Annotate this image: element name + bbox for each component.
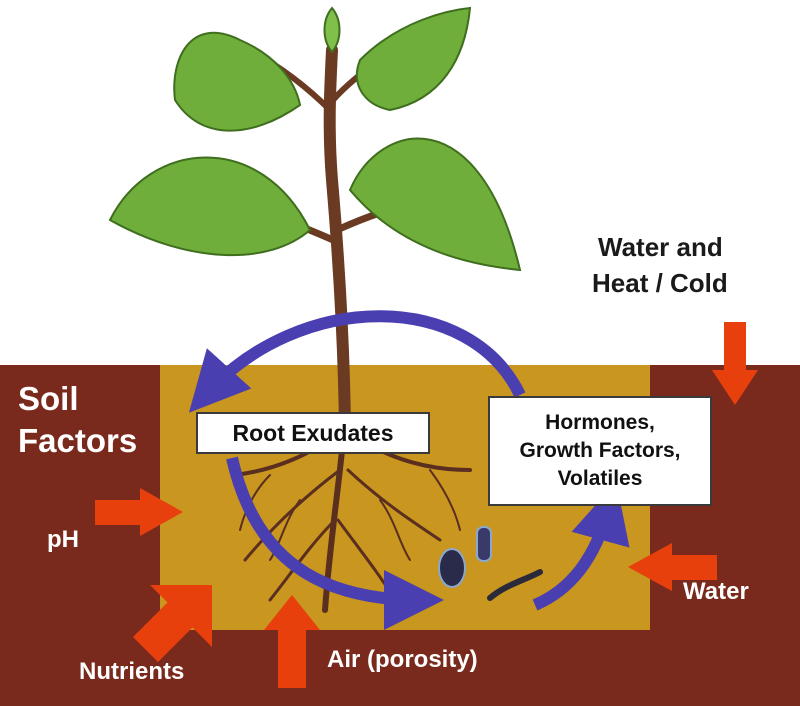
nutrients-arrow xyxy=(133,585,212,662)
hormones-box: Hormones, Growth Factors, Volatiles xyxy=(488,396,712,506)
microbe-rod xyxy=(476,526,492,562)
nutrients-label: Nutrients xyxy=(79,658,185,685)
leaf-bottom-right xyxy=(348,137,522,272)
air-arrow xyxy=(264,595,320,688)
leaf-top-left xyxy=(173,31,302,132)
signal-arrow-up xyxy=(532,481,630,611)
exudate-arrow-top xyxy=(188,310,526,413)
root-exudates-text: Root Exudates xyxy=(232,419,394,446)
root-exudates-box: Root Exudates xyxy=(196,412,430,454)
microbe-hairy xyxy=(487,569,543,601)
water-heat-arrow xyxy=(712,322,758,405)
hormones-line3: Volatiles xyxy=(557,467,643,490)
water-arrow xyxy=(628,543,717,591)
bud xyxy=(323,6,341,54)
water-heat-label-line2: Heat / Cold xyxy=(592,268,728,298)
microbe-oval xyxy=(438,548,466,588)
water-label: Water xyxy=(683,578,749,605)
water-heat-label-line1: Water and xyxy=(598,232,723,262)
air-label: Air (porosity) xyxy=(327,646,478,673)
leaf-top-right xyxy=(355,6,472,112)
soil-factors-text: Soil Factors xyxy=(18,380,138,459)
ph-label: pH xyxy=(47,526,79,553)
exudate-arrow-down xyxy=(226,456,444,630)
soil-factors-title: Soil Factors xyxy=(18,378,158,462)
ph-arrow xyxy=(95,488,183,536)
leaf-bottom-left xyxy=(108,156,312,257)
hormones-line2: Growth Factors, xyxy=(519,439,681,462)
plant-stem xyxy=(323,44,351,436)
hormones-line1: Hormones, xyxy=(545,411,655,434)
